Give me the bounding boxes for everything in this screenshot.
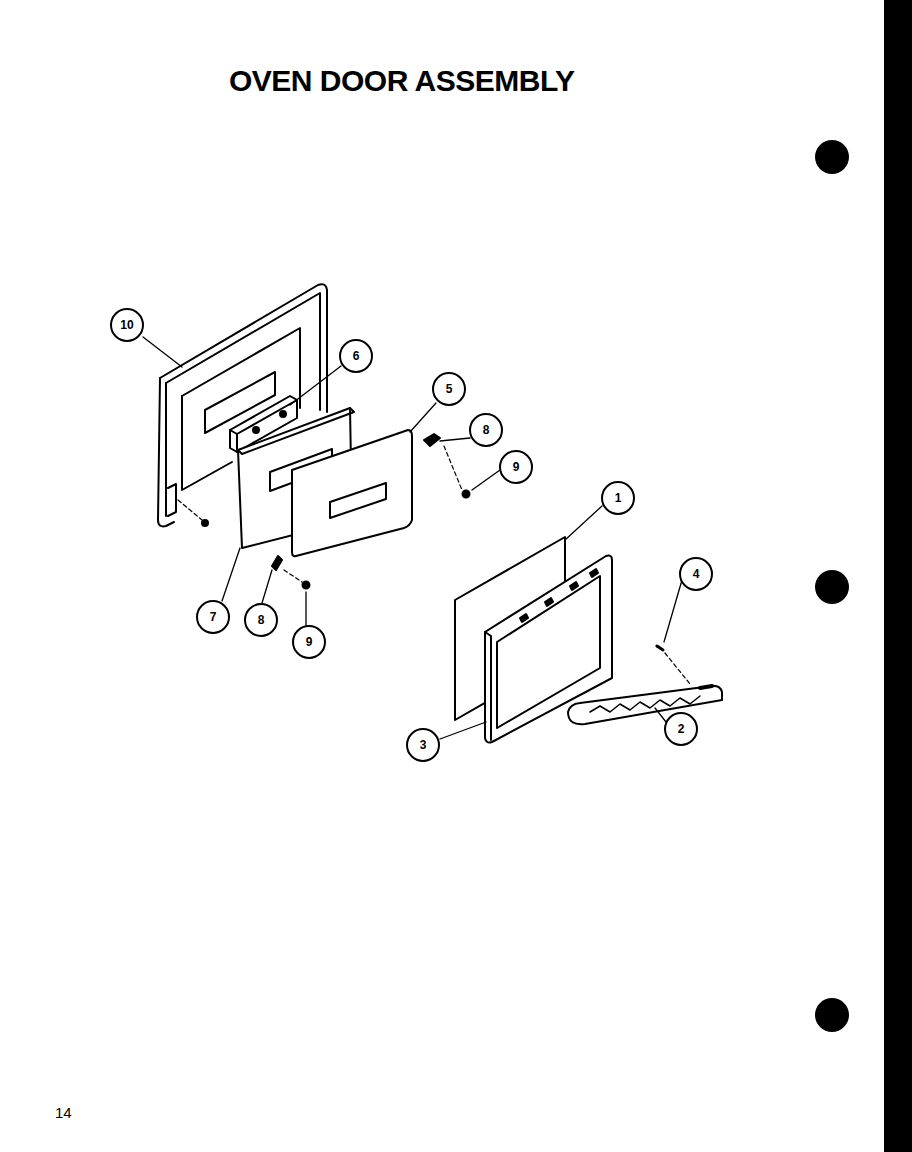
callout-number: 5 [432,372,466,406]
callout-text: 5 [446,383,453,395]
callout-number: 9 [292,625,326,659]
page-edge [884,0,912,1152]
callout-number: 4 [679,557,713,591]
callout-text: 3 [420,739,427,751]
punch-hole [815,570,849,604]
callout-text: 7 [210,611,217,623]
punch-hole [815,140,849,174]
callout-number: 2 [664,712,698,746]
callout-text: 9 [513,461,520,473]
heat-shield-panel [292,430,412,556]
clip [272,434,440,570]
callout-number: 6 [339,339,373,373]
callout-number: 10 [110,308,144,342]
callout-text: 10 [120,319,133,331]
callout-number: 9 [499,450,533,484]
screw [284,446,470,589]
callout-text: 2 [678,723,685,735]
callout-number: 7 [196,600,230,634]
callout-text: 9 [306,636,313,648]
callout-number: 1 [601,481,635,515]
page-number: 14 [55,1104,72,1121]
callout-number: 8 [244,603,278,637]
callout-text: 8 [258,614,265,626]
callout-text: 4 [693,568,700,580]
page-title: OVEN DOOR ASSEMBLY [229,64,575,98]
door-handle [568,686,722,724]
callout-text: 1 [615,492,622,504]
callout-text: 6 [353,350,360,362]
screw [657,646,690,684]
callout-number: 8 [469,413,503,447]
callout-text: 8 [483,424,490,436]
punch-hole [815,998,849,1032]
leader-lines [143,337,682,739]
callout-number: 3 [406,728,440,762]
